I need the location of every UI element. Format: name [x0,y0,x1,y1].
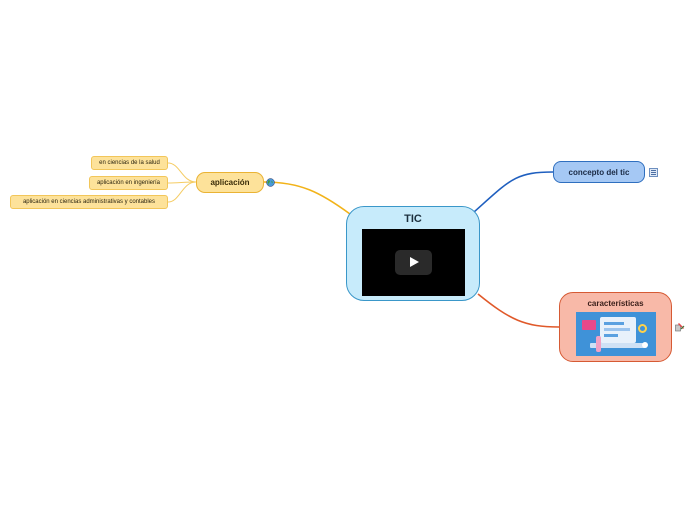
video-thumbnail[interactable] [362,229,465,296]
computer-illustration-icon [576,312,656,356]
central-topic[interactable]: TIC [346,206,480,301]
link-concepto [473,171,554,213]
topic-caracteristicas[interactable]: características [559,292,672,362]
note-icon[interactable] [649,168,658,177]
globe-icon[interactable] [266,178,275,187]
link-leaf-salud [167,162,197,183]
topic-aplicacion-label: aplicación [210,178,250,187]
topic-concepto[interactable]: concepto del tic [553,161,645,183]
link-caracteristicas [477,293,560,328]
subtopic-salud-label: en ciencias de la salud [99,160,160,166]
topic-concepto-label: concepto del tic [568,167,630,177]
subtopic-administrativas-label: aplicación en ciencias administrativas y… [22,199,156,205]
subtopic-salud[interactable]: en ciencias de la salud [91,156,168,170]
link-aplicacion [263,181,351,215]
central-topic-title: TIC [404,213,422,225]
tools-icon[interactable] [675,322,685,332]
subtopic-administrativas[interactable]: aplicación en ciencias administrativas y… [10,195,168,209]
link-leaf-admin [167,181,197,203]
play-button-icon[interactable] [395,250,432,275]
subtopic-ingenieria[interactable]: aplicación en ingeniería [89,176,168,190]
subtopic-ingenieria-label: aplicación en ingeniería [96,180,161,186]
topic-aplicacion[interactable]: aplicación [196,172,264,193]
topic-caracteristicas-label: características [587,299,644,308]
